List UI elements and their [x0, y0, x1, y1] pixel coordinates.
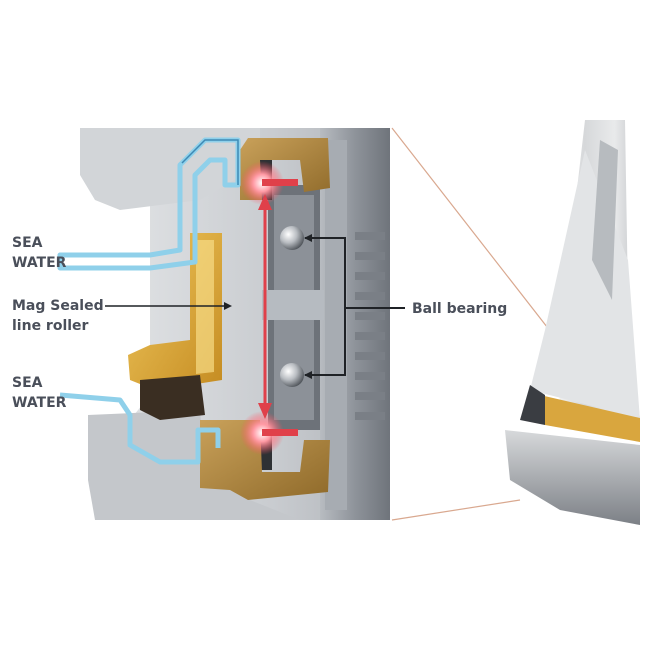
mag-sealed-line1: Mag Sealed: [12, 298, 104, 314]
sea-water-bottom-line1: SEA: [12, 375, 43, 391]
bracket-arrow-lower: [304, 371, 312, 379]
shaft-face: [325, 140, 347, 510]
bracket-arrow-upper: [304, 234, 312, 242]
ball-bearing-upper: [280, 226, 304, 250]
mag-sealed-line2: line roller: [12, 318, 89, 334]
lower-bushing: [200, 420, 330, 500]
sea-water-bottom-line2: WATER: [12, 395, 67, 411]
red-bar-top: [262, 179, 298, 186]
red-arrow-head-top: [258, 194, 272, 210]
sea-water-top-line1: SEA: [12, 235, 43, 251]
sea-water-label-top: SEA WATER: [12, 233, 66, 273]
cross-section: [57, 128, 405, 520]
housing-upper-lip: [80, 128, 260, 210]
upper-bushing: [240, 138, 330, 200]
rotor-dark-band: [520, 385, 545, 425]
ball-bearing-text: Ball bearing: [412, 301, 508, 317]
zoom-line-bottom: [391, 499, 521, 521]
mag-sealed-leader-arrow: [224, 302, 232, 310]
ball-bearing-lower: [280, 363, 304, 387]
rotor-flare-shadow: [592, 140, 618, 300]
red-bar-bottom: [262, 429, 298, 436]
mag-seal-gold-highlight: [196, 240, 214, 374]
ball-bearing-bracket: [305, 237, 405, 376]
water-channel-upper: [57, 137, 241, 271]
rotor-base: [505, 430, 640, 525]
ball-bearing-label: Ball bearing: [412, 299, 507, 319]
center-spacer: [262, 290, 324, 320]
sea-water-top-line2: WATER: [12, 255, 67, 271]
water-channel-lower: [59, 392, 221, 465]
rotor-illustration: [505, 120, 640, 525]
water-channel-outline: [181, 139, 239, 185]
rotor-flare: [530, 150, 640, 420]
shaft-ridges: [355, 232, 385, 420]
sea-water-label-bottom: SEA WATER: [12, 373, 66, 413]
housing-lower-lip: [88, 410, 300, 520]
rotor-gold-ring: [540, 395, 640, 442]
lower-seal-core: [140, 375, 205, 420]
red-arrow-head-bottom: [258, 403, 272, 419]
mag-sealed-label: Mag Sealed line roller: [12, 296, 104, 336]
